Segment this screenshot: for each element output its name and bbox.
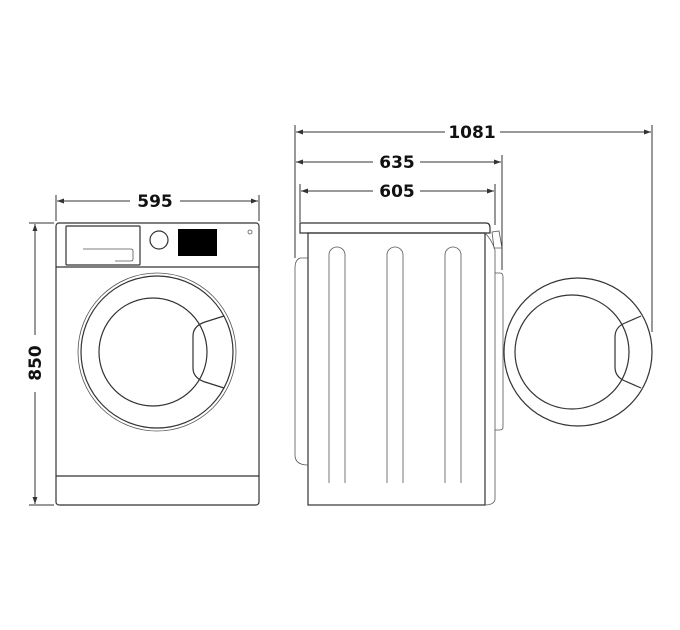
door-handle [192, 315, 225, 389]
dimension-depth-body-label: 605 [379, 182, 415, 202]
dimension-depth-open-label: 1081 [448, 123, 495, 143]
detergent-drawer [65, 225, 141, 266]
indicator-dot [247, 229, 253, 235]
open-door-handle [614, 315, 642, 389]
drawer-handle [83, 248, 134, 262]
side-rib [328, 246, 346, 483]
side-door [495, 272, 504, 431]
program-knob [149, 230, 169, 250]
door-ring [80, 275, 234, 429]
open-door-glass [514, 294, 630, 410]
door-glass [98, 297, 208, 407]
display-panel [178, 229, 217, 256]
front-body [55, 222, 260, 506]
dimension-height-label: 850 [26, 345, 46, 381]
front-panel-edge [484, 232, 496, 506]
dimension-width-label: 595 [137, 192, 173, 212]
side-knob [491, 230, 503, 249]
top-plate [299, 222, 491, 234]
side-rib [444, 246, 462, 483]
side-rib [386, 246, 404, 483]
open-door-ring [503, 277, 653, 427]
side-body [307, 232, 486, 506]
front-view: 595 850 [26, 192, 260, 506]
dimension-depth-knob-label: 635 [379, 153, 415, 173]
door-outer-ring [77, 272, 237, 432]
side-view: 1081 635 605 [294, 123, 653, 506]
rear-bump [294, 257, 309, 466]
